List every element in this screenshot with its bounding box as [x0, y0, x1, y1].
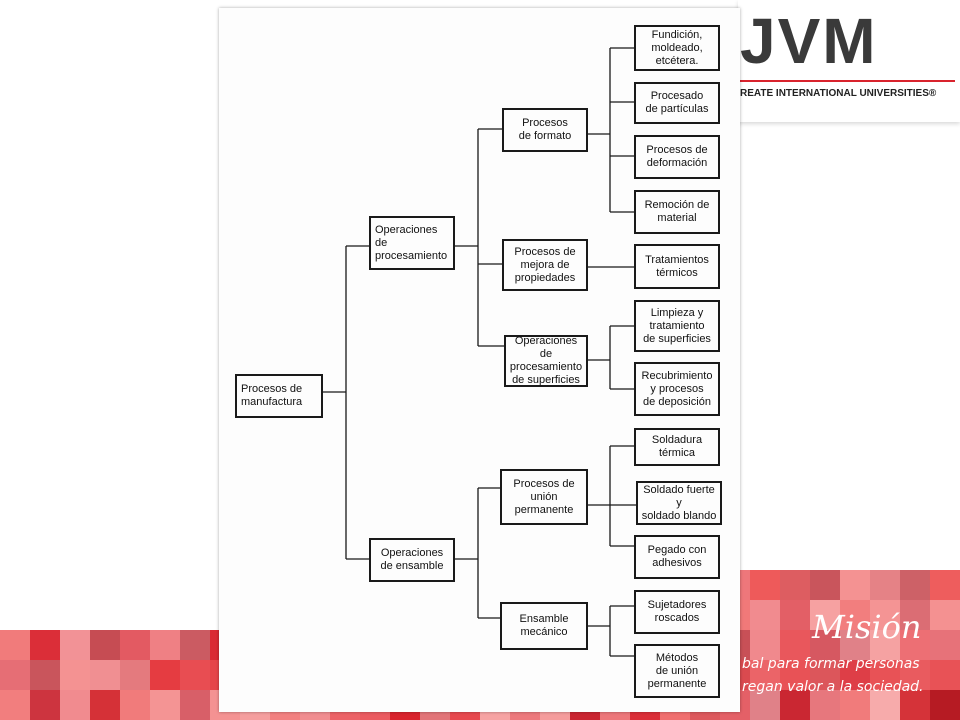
mosaic-tile — [870, 630, 900, 660]
mosaic-tile — [30, 690, 60, 720]
node-procesos-de-formato: Procesos de formato — [502, 108, 588, 152]
node-limpieza-y-tratamiento: Limpieza y tratamiento de superficies — [634, 300, 720, 352]
node-sujetadores-roscados: Sujetadores roscados — [634, 590, 720, 634]
mosaic-tile — [870, 600, 900, 630]
node-fundicion-moldeado: Fundición, moldeado, etcétera. — [634, 25, 720, 71]
mosaic-tile — [120, 630, 150, 660]
mosaic-tile — [90, 660, 120, 690]
mosaic-tile — [930, 630, 960, 660]
mosaic-tile — [180, 630, 210, 660]
mosaic-tile — [930, 690, 960, 720]
mosaic-tile — [810, 630, 840, 660]
mosaic-tile — [780, 690, 810, 720]
mosaic-tile — [900, 660, 930, 690]
node-operaciones-de-procesamiento: Operaciones de procesamiento — [369, 216, 455, 270]
connector-lines — [322, 47, 636, 657]
node-ensamble-mecanico: Ensamble mecánico — [500, 602, 588, 650]
mosaic-tile — [30, 660, 60, 690]
mosaic-tile — [810, 660, 840, 690]
node-procesos-de-mejora-de-propiedades: Procesos de mejora de propiedades — [502, 239, 588, 291]
node-procesos-de-deformacion: Procesos de deformación — [634, 135, 720, 179]
mosaic-tile — [840, 660, 870, 690]
mosaic-tile — [750, 690, 780, 720]
node-pegado-con-adhesivos: Pegado con adhesivos — [634, 535, 720, 579]
university-logo: JVM REATE INTERNATIONAL UNIVERSITIES® — [738, 0, 960, 122]
mosaic-tile — [0, 630, 30, 660]
mosaic-tile — [750, 630, 780, 660]
node-metodos-de-union-permanente: Métodos de unión permanente — [634, 644, 720, 698]
mosaic-tile — [120, 660, 150, 690]
mosaic-tile — [60, 690, 90, 720]
mosaic-tile — [120, 690, 150, 720]
mosaic-tile — [930, 600, 960, 630]
mosaic-tile — [0, 690, 30, 720]
mosaic-tile — [180, 690, 210, 720]
mosaic-tile — [900, 690, 930, 720]
mision-title: Misión — [812, 608, 922, 646]
mosaic-tile — [840, 570, 870, 600]
mosaic-tile — [870, 690, 900, 720]
mosaic-tile — [840, 690, 870, 720]
mosaic-tile — [60, 630, 90, 660]
mosaic-tile — [810, 600, 840, 630]
mosaic-tile — [150, 630, 180, 660]
node-remocion-de-material: Remoción de material — [634, 190, 720, 234]
node-soldadura-termica: Soldadura térmica — [634, 428, 720, 466]
logo-wordmark: JVM — [740, 5, 878, 77]
mosaic-tile — [150, 660, 180, 690]
node-procesos-de-manufactura: Procesos de manufactura — [235, 374, 323, 418]
mosaic-tile — [90, 630, 120, 660]
manufacturing-process-diagram: Procesos de manufactura Operaciones de p… — [219, 8, 740, 712]
mosaic-tile — [930, 570, 960, 600]
node-procesado-de-particulas: Procesado de partículas — [634, 82, 720, 124]
mosaic-tile — [0, 660, 30, 690]
mosaic-tile — [90, 690, 120, 720]
mosaic-tile — [150, 690, 180, 720]
mosaic-tile — [900, 600, 930, 630]
mosaic-tile — [810, 570, 840, 600]
mosaic-tile — [780, 660, 810, 690]
node-operaciones-de-procesamiento-de-superficies: Operaciones de procesamiento de superfic… — [504, 335, 588, 387]
mosaic-tile — [840, 630, 870, 660]
mosaic-tile — [750, 570, 780, 600]
mosaic-tile — [900, 570, 930, 600]
mosaic-tile — [840, 600, 870, 630]
node-soldado-fuerte-y-blando: Soldado fuerte y soldado blando — [636, 481, 722, 525]
mosaic-tile — [780, 630, 810, 660]
node-tratamientos-termicos: Tratamientos térmicos — [634, 244, 720, 289]
node-operaciones-de-ensamble: Operaciones de ensamble — [369, 538, 455, 582]
mosaic-tile — [30, 630, 60, 660]
mosaic-tile — [810, 690, 840, 720]
mision-text-line-1: bal para formar personas — [742, 656, 920, 672]
logo-tagline: REATE INTERNATIONAL UNIVERSITIES® — [740, 88, 937, 99]
mosaic-tile — [870, 570, 900, 600]
logo-divider — [740, 80, 955, 82]
mosaic-tile — [750, 600, 780, 630]
mosaic-tile — [870, 660, 900, 690]
mosaic-tile — [180, 660, 210, 690]
mosaic-tile — [780, 570, 810, 600]
mision-text-line-2: regan valor a la sociedad. — [742, 679, 924, 695]
mosaic-tile — [930, 660, 960, 690]
mosaic-tile — [900, 630, 930, 660]
mosaic-tile — [60, 660, 90, 690]
node-recubrimiento-y-deposicion: Recubrimiento y procesos de deposición — [634, 362, 720, 416]
mosaic-tile — [750, 660, 780, 690]
node-procesos-de-union-permanente: Procesos de unión permanente — [500, 469, 588, 525]
mosaic-tile — [780, 600, 810, 630]
